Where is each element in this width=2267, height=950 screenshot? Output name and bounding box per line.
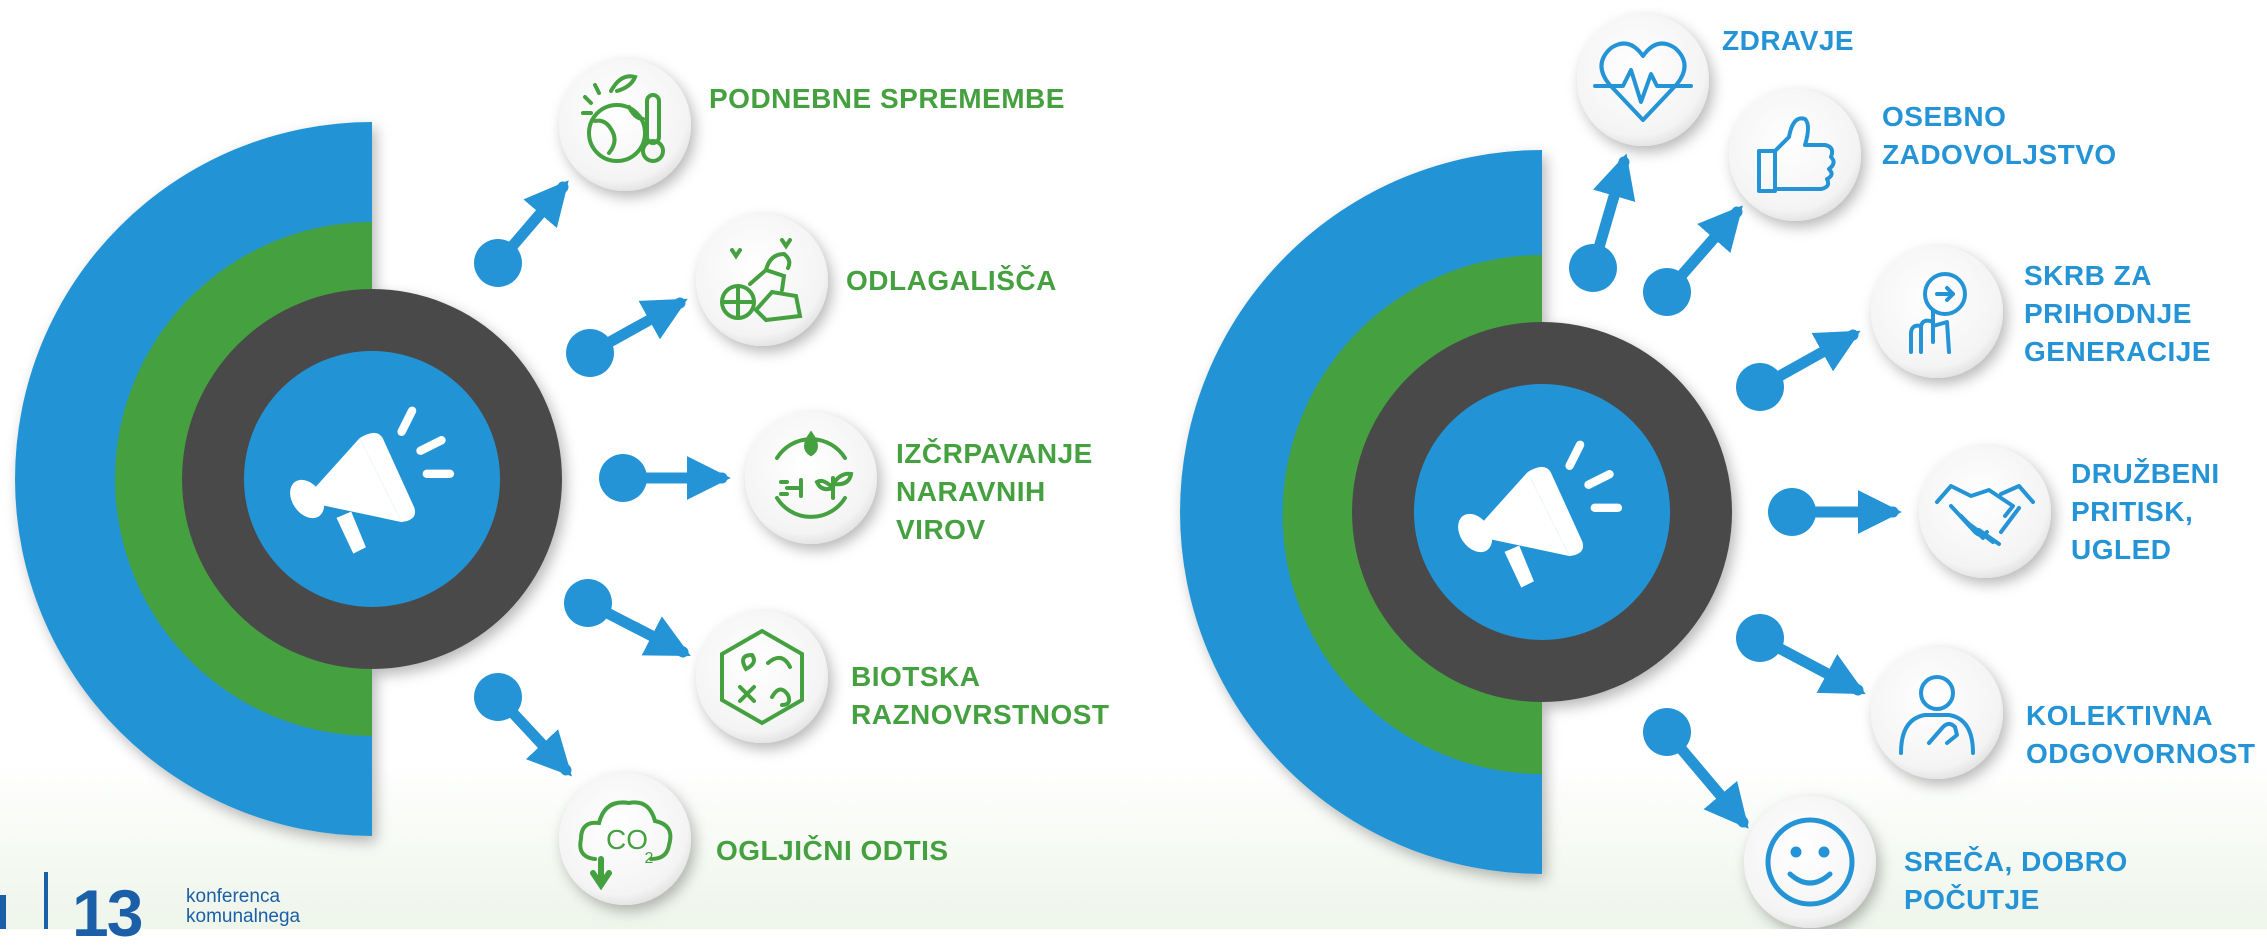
right-icon-circles	[1577, 14, 2051, 928]
label-zdravje: ZDRAVJE	[1722, 25, 1855, 56]
arrow-5	[474, 673, 572, 777]
co2-cloud-icon: CO 2	[559, 773, 691, 905]
landfill-waste-icon	[696, 214, 828, 346]
arrow-r3	[1736, 329, 1861, 411]
climate-thermometer-icon	[559, 59, 691, 191]
svg-text:CO: CO	[606, 824, 648, 855]
footer-divider	[44, 872, 48, 929]
arrow-2	[566, 297, 688, 377]
resources-plug-plant-icon	[745, 412, 877, 544]
biodiversity-icon	[696, 611, 828, 743]
footer-conference-number: 13	[72, 876, 143, 950]
diagram-canvas: CO 2	[15, 14, 2051, 928]
arrow-1	[474, 180, 569, 287]
arrow-4	[564, 579, 691, 658]
smiley-icon	[1744, 796, 1876, 928]
arrow-r6	[1643, 708, 1749, 829]
arrow-r2	[1643, 205, 1743, 316]
arrow-3	[599, 454, 731, 502]
label-ogljicni-odtis: OGLJIČNI ODTIS	[716, 835, 949, 866]
left-semicircle-graphic	[15, 122, 562, 836]
handshake-icon	[1919, 446, 2051, 578]
left-arrows	[474, 180, 731, 777]
heart-pulse-icon	[1577, 14, 1709, 146]
touch-arrow-icon	[1871, 246, 2003, 378]
left-icon-circles: CO 2	[559, 59, 877, 905]
arrow-r1	[1569, 153, 1636, 292]
hand-on-heart-icon	[1871, 647, 2003, 779]
svg-text:2: 2	[645, 850, 654, 867]
right-semicircle-graphic	[1180, 150, 1732, 874]
arrow-r5	[1736, 614, 1866, 696]
arrow-r4	[1768, 488, 1902, 536]
label-odlagalisca: ODLAGALIŠČA	[846, 265, 1057, 296]
label-podnebne-spremembe: PODNEBNE SPREMEMBE	[709, 83, 1065, 114]
right-arrows	[1569, 153, 1902, 829]
footer-accent	[0, 895, 6, 929]
thumbs-up-icon	[1729, 89, 1861, 221]
